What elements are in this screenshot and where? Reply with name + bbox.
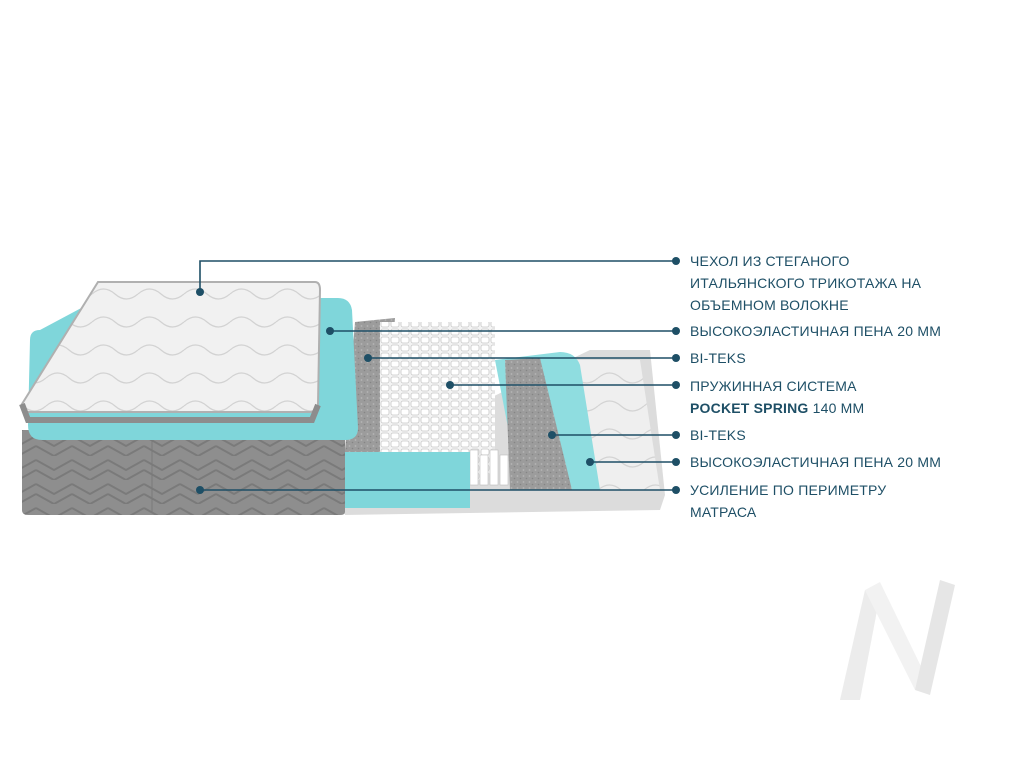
label-perimeter: УСИЛЕНИЕ ПО ПЕРИМЕТРУ МАТРАСА: [690, 479, 886, 523]
spring-coils: [380, 322, 495, 485]
label-biteks-bottom: BI-TEKS: [690, 424, 746, 446]
felt-back-layer: [505, 358, 572, 490]
quilted-cover: [19, 281, 322, 423]
quilted-cover-top: [20, 281, 322, 413]
label-foam-bottom: ВЫСОКОЭЛАСТИЧНАЯ ПЕНА 20 ММ: [690, 451, 941, 473]
label-biteks-top: BI-TEKS: [690, 347, 746, 369]
label-suffix: 140 ММ: [808, 400, 865, 416]
label-line: POCKET SPRING 140 ММ: [690, 397, 864, 419]
leader-dot-biteks-top-end: [672, 354, 680, 362]
leader-lines: [196, 257, 680, 494]
leader-dot-foam-top-end: [672, 327, 680, 335]
label-line: ЧЕХОЛ ИЗ СТЕГАНОГО: [690, 253, 850, 269]
spring-pocket: [479, 454, 489, 486]
label-cover: ЧЕХОЛ ИЗ СТЕГАНОГО ИТАЛЬЯНСКОГО ТРИКОТАЖ…: [690, 250, 921, 316]
perimeter-base: [22, 430, 345, 515]
leader-dot-perimeter-end: [672, 486, 680, 494]
label-foam-top: ВЫСОКОЭЛАСТИЧНАЯ ПЕНА 20 ММ: [690, 320, 941, 342]
leader-dot-foam-top-start: [326, 327, 334, 335]
spring-pocket: [499, 454, 509, 486]
label-line: BI-TEKS: [690, 427, 746, 443]
label-springs: ПРУЖИННАЯ СИСТЕМА POCKET SPRING 140 ММ: [690, 375, 864, 419]
label-line: УСИЛЕНИЕ ПО ПЕРИМЕТРУ: [690, 482, 887, 498]
spring-pocket: [469, 449, 479, 486]
label-line: ВЫСОКОЭЛАСТИЧНАЯ ПЕНА 20 ММ: [690, 323, 942, 339]
leader-dot-perimeter-start: [196, 486, 204, 494]
leader-dot-biteks-top-start: [364, 354, 372, 362]
logo-watermark-icon: [840, 580, 955, 700]
label-bold: POCKET SPRING: [690, 400, 809, 416]
leader-dot-springs-end: [672, 381, 680, 389]
label-line: ИТАЛЬЯНСКОГО ТРИКОТАЖА НА: [690, 275, 922, 291]
label-line: ПРУЖИННАЯ СИСТЕМА: [690, 378, 857, 394]
perimeter-base-front: [22, 430, 345, 515]
label-line: МАТРАСА: [690, 504, 757, 520]
leader-dot-cover-end: [672, 257, 680, 265]
leader-dot-cover-start: [196, 288, 204, 296]
label-line: BI-TEKS: [690, 350, 746, 366]
quilted-cover-piping: [19, 402, 321, 423]
leader-line-cover: [199, 260, 676, 292]
label-line: ВЫСОКОЭЛАСТИЧНАЯ ПЕНА 20 ММ: [690, 454, 942, 470]
leader-dot-springs-start: [446, 381, 454, 389]
foam-front-block: [345, 452, 470, 508]
spring-pocket: [489, 449, 499, 486]
leader-dot-foam-bottom-start: [586, 458, 594, 466]
leader-dot-biteks-bottom-end: [672, 431, 680, 439]
leader-dot-biteks-bottom-start: [548, 431, 556, 439]
leader-dot-foam-bottom-end: [672, 458, 680, 466]
label-line: ОБЪЕМНОМ ВОЛОКНЕ: [690, 297, 849, 313]
